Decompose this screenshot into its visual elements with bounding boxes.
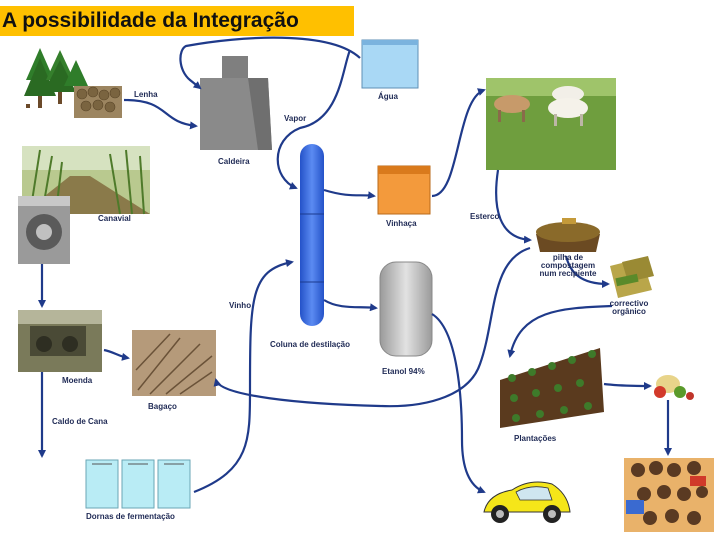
- label-etanol: Etanol 94%: [382, 367, 425, 376]
- label-coluna: Coluna de destilação: [270, 340, 351, 349]
- flow-arrows: [38, 36, 672, 494]
- mill-image: [18, 310, 102, 372]
- label-correctivo: correctivo orgânico: [609, 299, 649, 316]
- water-tank-image: [361, 39, 419, 89]
- label-lenha: Lenha: [134, 90, 158, 99]
- fermentation-tanks-image: [85, 459, 191, 509]
- label-vinhaca: Vinhaça: [386, 219, 417, 228]
- label-plantacoes: Plantações: [514, 434, 557, 443]
- cattle-pasture-image: [486, 78, 616, 170]
- car-image: [483, 481, 571, 523]
- mill-photo-image: [18, 196, 70, 264]
- label-agua: Água: [378, 92, 398, 101]
- vinasse-tank-image: [377, 165, 431, 215]
- bagasse-image: [132, 330, 216, 396]
- firewood-image: [74, 86, 122, 118]
- label-bagaco: Bagaço: [148, 402, 177, 411]
- plantations-image: [500, 348, 604, 428]
- label-canavial: Canavial: [98, 214, 131, 223]
- label-compost-pile: pilha de compostagem num recipiente: [539, 253, 597, 278]
- distillation-column-image: [300, 144, 324, 326]
- page-title: A possibilidade da Integração: [0, 6, 354, 36]
- forest-image: [24, 48, 88, 108]
- label-esterco: Esterco: [470, 212, 500, 221]
- label-caldeira: Caldeira: [218, 157, 250, 166]
- vegetables-image: [654, 375, 694, 400]
- label-vapor: Vapor: [284, 114, 307, 123]
- organic-corrective-image: [610, 256, 654, 298]
- label-caldo: Caldo de Cana: [52, 417, 108, 426]
- people-image: [624, 458, 714, 532]
- compost-bin-image: [536, 218, 600, 252]
- label-dornas: Dornas de fermentação: [86, 512, 175, 521]
- label-moenda: Moenda: [62, 376, 93, 385]
- label-vinho: Vinho: [229, 301, 252, 310]
- ethanol-tank-image: [379, 261, 433, 357]
- boiler-image: [200, 56, 272, 150]
